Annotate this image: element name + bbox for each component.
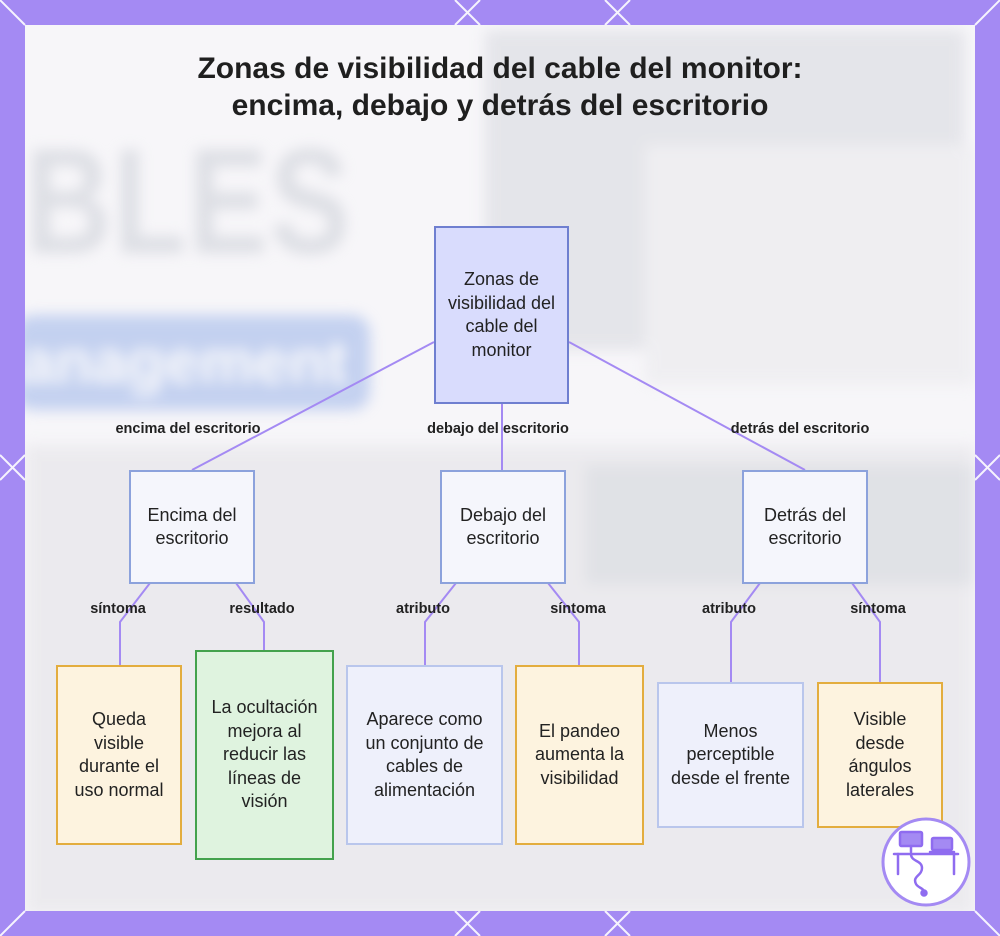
connector-root-detras <box>569 342 805 470</box>
node-ocultacion-label: La ocultación mejora al reducir las líne… <box>205 696 324 814</box>
node-aparece: Aparece como un conjunto de cables de al… <box>346 665 503 845</box>
desk-cable-logo-icon <box>880 816 972 908</box>
connector-debajo-atributo <box>425 583 456 665</box>
node-debajo-label: Debajo del escritorio <box>450 504 556 551</box>
connector-debajo-sintoma <box>548 583 579 665</box>
node-menos-perceptible-label: Menos perceptible desde el frente <box>667 720 794 791</box>
node-root-label: Zonas de visibilidad del cable del monit… <box>444 268 559 362</box>
connector-encima-sintoma <box>120 583 150 665</box>
node-queda-visible: Queda visible durante el uso normal <box>56 665 182 845</box>
edge-label-encima: encima del escritorio <box>115 420 260 438</box>
edge-label-sintoma-3: síntoma <box>850 600 906 618</box>
node-encima-label: Encima del escritorio <box>139 504 245 551</box>
node-detras-label: Detrás del escritorio <box>752 504 858 551</box>
node-ocultacion: La ocultación mejora al reducir las líne… <box>195 650 334 860</box>
node-visible-laterales: Visible desde ángulos laterales <box>817 682 943 828</box>
edge-label-sintoma-1: síntoma <box>90 600 146 618</box>
node-pandeo: El pandeo aumenta la visibilidad <box>515 665 644 845</box>
node-detras: Detrás del escritorio <box>742 470 868 584</box>
edge-label-resultado: resultado <box>229 600 294 618</box>
edge-label-atributo-2: atributo <box>702 600 756 618</box>
node-encima: Encima del escritorio <box>129 470 255 584</box>
node-root: Zonas de visibilidad del cable del monit… <box>434 226 569 404</box>
connector-detras-atributo <box>731 583 760 682</box>
node-aparece-label: Aparece como un conjunto de cables de al… <box>356 708 493 802</box>
connector-detras-sintoma <box>852 583 880 682</box>
node-pandeo-label: El pandeo aumenta la visibilidad <box>525 720 634 791</box>
edge-label-detras: detrás del escritorio <box>731 420 870 438</box>
connector-root-encima <box>192 342 434 470</box>
node-debajo: Debajo del escritorio <box>440 470 566 584</box>
edge-label-atributo-1: atributo <box>396 600 450 618</box>
edge-label-debajo: debajo del escritorio <box>427 420 569 438</box>
node-queda-visible-label: Queda visible durante el uso normal <box>66 708 172 802</box>
edge-label-sintoma-2: síntoma <box>550 600 606 618</box>
node-visible-laterales-label: Visible desde ángulos laterales <box>827 708 933 802</box>
node-menos-perceptible: Menos perceptible desde el frente <box>657 682 804 828</box>
